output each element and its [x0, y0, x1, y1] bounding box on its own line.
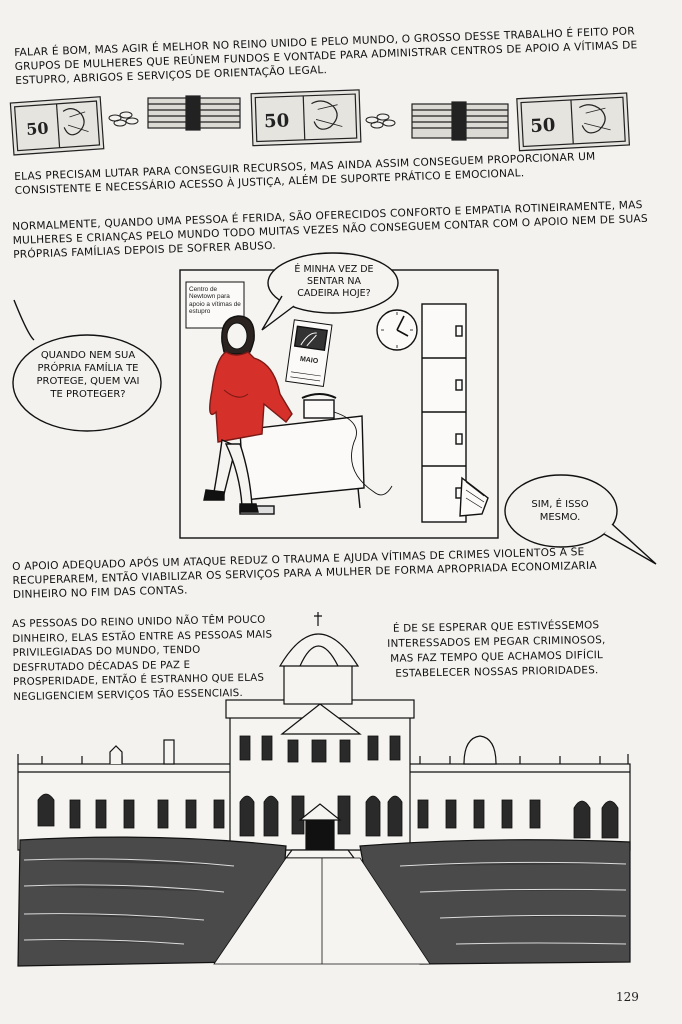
palace-illustration: [17, 612, 631, 967]
speech-bubble-right: [504, 474, 657, 565]
caption-priorities: É de se esperar que estivéssemos interes…: [387, 619, 606, 680]
speech-bubble-top-text: É minha vez de sentar na cadeira hoje?: [294, 264, 374, 299]
banknote-icon: [516, 92, 631, 152]
caption-uk-people: As pessoas do Reino Unido não têm pouco …: [12, 614, 273, 703]
banknote-row-illustration: [9, 89, 631, 156]
banknote-stack-icon: [411, 101, 509, 141]
banknote-denomination: 50: [530, 115, 556, 137]
coins-icon: [108, 111, 139, 127]
page-number: 129: [616, 990, 639, 1004]
coins-icon: [365, 113, 396, 129]
speech-bubble-left-text: Quando nem sua própria família te proteg…: [36, 350, 140, 400]
office-panel: [179, 252, 499, 539]
banknote-stack-icon: [147, 95, 241, 131]
speech-bubble-left: [12, 299, 162, 432]
banknote-icon: [9, 96, 105, 156]
banknote-denomination: 50: [264, 110, 290, 132]
clock-icon: [376, 309, 418, 351]
filing-cabinet-illustration: [421, 303, 489, 523]
rape-center-sign: Centro de Newtown para apoio a vítimas d…: [189, 286, 241, 316]
speech-bubble-right-text: Sim, é isso mesmo.: [531, 499, 589, 523]
banknote-denomination: 50: [26, 118, 50, 139]
banknote-icon: [250, 89, 362, 147]
woman-receptionist-illustration: [203, 315, 293, 513]
calendar-icon: [285, 319, 333, 388]
